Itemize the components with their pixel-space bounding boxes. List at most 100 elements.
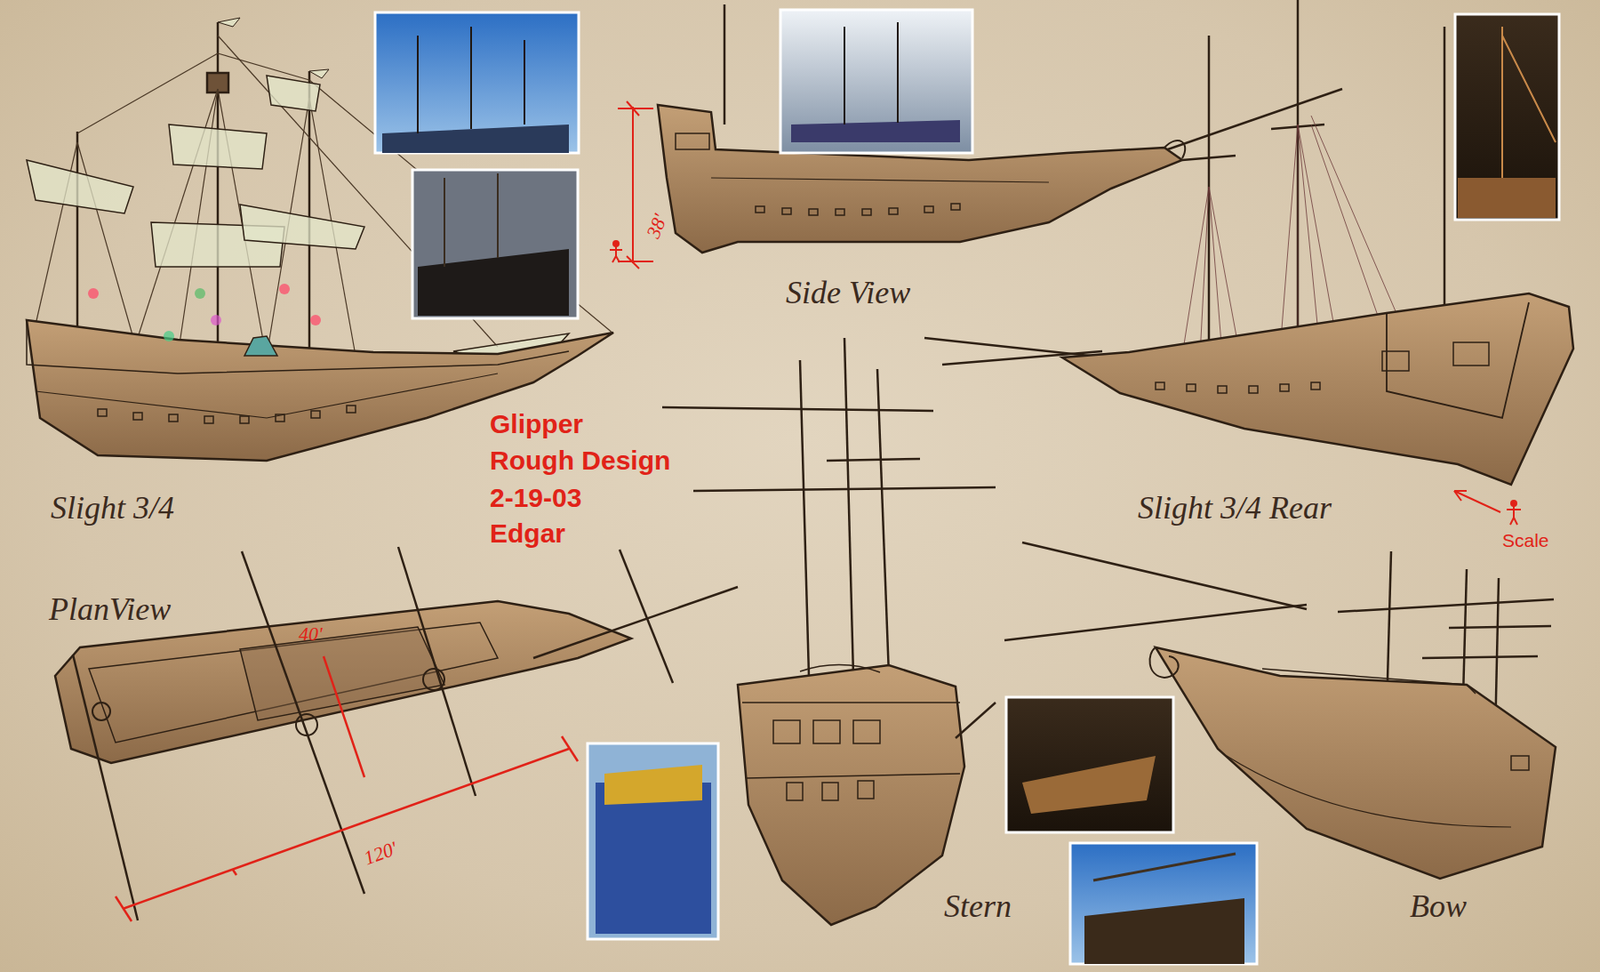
plan-dimensions [115, 656, 578, 921]
sketch-stroke [662, 407, 934, 411]
sketch-stroke [1443, 26, 1447, 316]
sketch-stroke [1297, 124, 1338, 347]
sketch-stroke [1280, 384, 1289, 392]
sketch-stroke [92, 702, 111, 720]
sketch-stroke [1337, 599, 1554, 612]
sketch-stroke [88, 622, 498, 743]
sketch-stroke [924, 206, 934, 213]
sketch-stroke [617, 107, 654, 110]
sketch-stroke [1006, 696, 1174, 832]
sketch-stroke [755, 206, 765, 213]
sketch-stroke [657, 104, 1183, 253]
scale-arrow [1454, 490, 1521, 525]
sketch-stroke [232, 869, 237, 875]
sketch-stroke [1164, 140, 1185, 159]
sketch-stroke [742, 702, 960, 778]
sketch-stroke [240, 416, 249, 424]
sketch-stroke [711, 177, 1049, 183]
sketch-stroke [1280, 124, 1298, 352]
sketch-stroke [412, 169, 578, 319]
sketch-stroke [1455, 14, 1560, 220]
sketch-stroke [780, 9, 973, 153]
scale-figure [609, 240, 623, 263]
sketch-stroke [561, 736, 578, 761]
sketch-stroke [1506, 508, 1521, 511]
sketch-stroke [194, 288, 206, 299]
sketch-stroke [168, 124, 267, 169]
sketch-stroke [877, 368, 889, 676]
rear-three-quarter-ship [924, 0, 1574, 485]
view-label: PlanView [48, 590, 171, 628]
sketch-stroke [417, 26, 525, 134]
sketch-stroke [1182, 155, 1236, 160]
sketch-stroke [951, 203, 960, 210]
sketch-stroke [1149, 647, 1178, 678]
sketch-stroke [1511, 755, 1529, 770]
sketch-stroke [844, 337, 854, 676]
reference-photos [375, 9, 1560, 964]
sketch-stroke [813, 720, 840, 744]
sketch-stroke [88, 283, 321, 342]
view-label: Stern [944, 887, 1012, 925]
view-label: Slight 3/4 [50, 488, 175, 527]
sketch-stroke [1422, 656, 1538, 658]
sketch-stroke [1311, 115, 1396, 312]
sketch-stroke [1457, 177, 1556, 218]
sketch-stroke [613, 240, 619, 247]
sketch-stroke [97, 405, 356, 424]
sketch-stroke [1062, 293, 1574, 485]
sketch-stroke [1262, 668, 1476, 694]
sketch-stroke [826, 458, 920, 461]
sketch-stroke [1182, 186, 1209, 356]
sketch-stroke [533, 586, 738, 658]
sketch-stroke [737, 664, 965, 925]
sketch-stroke [595, 782, 712, 934]
sketch-stroke [217, 17, 329, 79]
sketch-stroke [1311, 124, 1378, 316]
sketch-stroke [844, 22, 898, 125]
sketch-stroke [862, 208, 872, 216]
dimension-label: 38' [641, 210, 672, 242]
sketch-stroke [240, 626, 445, 720]
sketch-stroke [1511, 500, 1517, 506]
sketch-stroke [1448, 625, 1552, 628]
sketch-stroke [1513, 517, 1518, 525]
sketch-stroke [835, 208, 845, 216]
sketch-stroke [800, 664, 880, 672]
slight-three-quarter-ship [26, 17, 614, 461]
sketch-stroke [26, 320, 614, 461]
sketch-stroke [1155, 382, 1165, 390]
sketch-stroke [88, 288, 99, 299]
sketch-stroke [1296, 0, 1300, 356]
sketch-stroke [1155, 382, 1320, 393]
sketch-stroke [217, 17, 240, 27]
sheet-author: Edgar [489, 520, 566, 547]
sketch-stroke [210, 314, 222, 326]
sketch-stroke [1200, 186, 1209, 356]
sketch-stroke [1311, 382, 1320, 390]
sketch-stroke [1386, 302, 1529, 418]
sketch-stroke [241, 551, 365, 894]
sketch-stroke [808, 208, 818, 216]
sketch-stroke [266, 75, 320, 112]
view-label: Slight 3/4 Rear [1137, 488, 1332, 527]
sketch-stroke [723, 4, 727, 125]
sheet-title: Glipper [489, 410, 584, 438]
sketch-stroke [444, 173, 498, 267]
sketch-stroke [955, 702, 996, 738]
sketch-stroke [26, 160, 134, 214]
sketch-stroke [1453, 342, 1489, 366]
sketch-stroke [587, 743, 719, 939]
sketch-stroke [77, 53, 218, 134]
sketch-stroke [888, 208, 898, 215]
sketch-stroke [1512, 505, 1515, 518]
sketch-stroke [1217, 385, 1227, 393]
sketch-stroke [35, 373, 498, 418]
sketch-stroke [1248, 385, 1258, 393]
view-label: Side View [785, 273, 911, 312]
sketch-stroke [1208, 186, 1223, 356]
sketch-stroke [1454, 490, 1467, 501]
sketch-stroke [609, 248, 623, 251]
sketch-stroke [244, 336, 278, 356]
